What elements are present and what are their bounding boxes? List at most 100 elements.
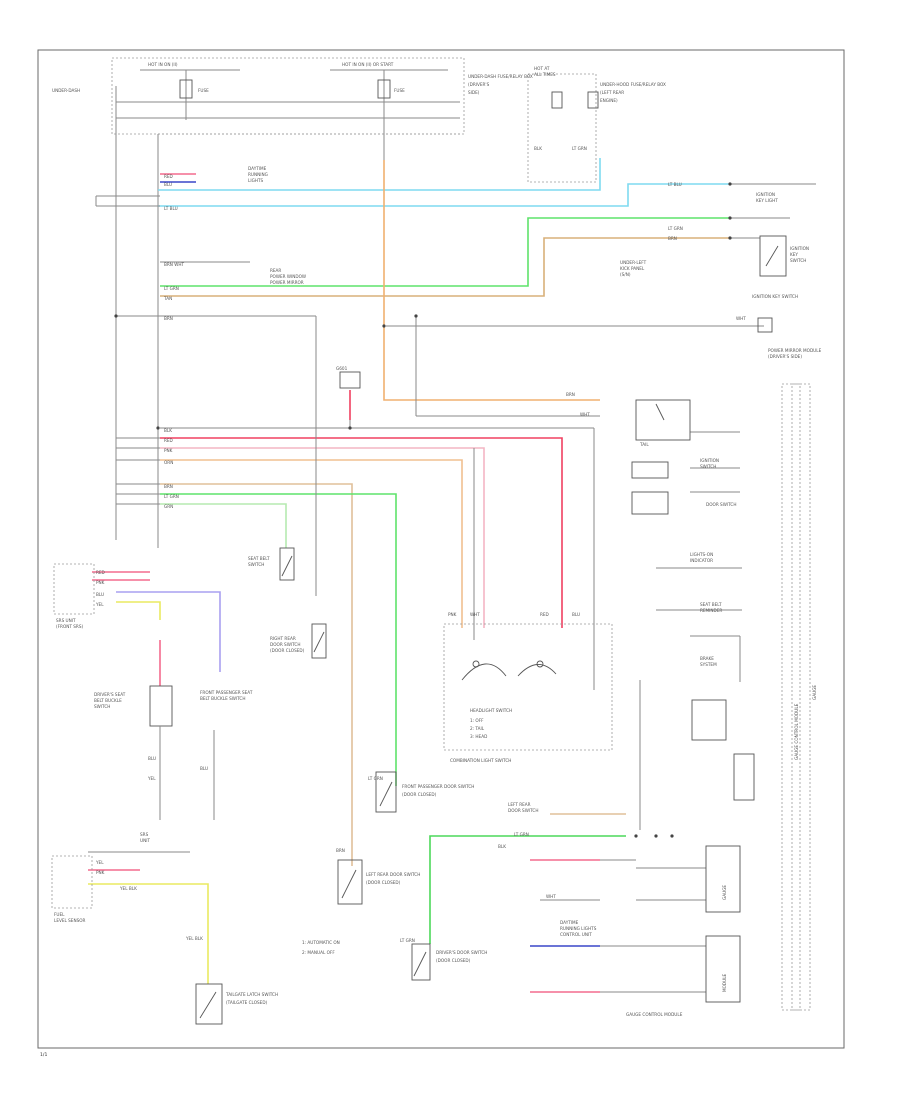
- legend-1: 1: AUTOMATIC ON: [302, 940, 340, 945]
- left-rear-door-label: LEFT REAR DOOR SWITCH: [366, 872, 420, 877]
- wire-light-green-ignition: [160, 217, 730, 287]
- svg-text:PNK: PNK: [96, 580, 105, 585]
- hot-start-label: HOT IN ON (II) OR START: [342, 62, 394, 67]
- svg-text:KEY: KEY: [790, 252, 798, 257]
- combination-light-switch-label: COMBINATION LIGHT SWITCH: [450, 758, 511, 763]
- svg-text:DOOR SWITCH: DOOR SWITCH: [508, 808, 538, 813]
- svg-text:TAN: TAN: [163, 296, 172, 301]
- svg-text:LT BLU: LT BLU: [164, 206, 178, 211]
- hot-in-on-label: HOT IN ON (II): [148, 62, 178, 67]
- svg-text:BLK: BLK: [534, 146, 542, 151]
- svg-text:KEY LIGHT: KEY LIGHT: [756, 198, 778, 203]
- svg-text:RUNNING LIGHTS: RUNNING LIGHTS: [560, 926, 597, 931]
- svg-text:POWER MIRROR: POWER MIRROR: [270, 280, 304, 285]
- wire-green-seat: [160, 503, 287, 548]
- ground-g601-label: G601: [336, 366, 348, 371]
- switches-left: SEAT BELT SWITCH RIGHT REAR DOOR SWITCH …: [195, 547, 487, 1025]
- wire-light-blue-long: [158, 183, 730, 207]
- svg-text:KICK PANEL: KICK PANEL: [620, 266, 645, 271]
- svg-text:(FRONT SRS): (FRONT SRS): [56, 624, 83, 629]
- svg-text:MODULE: MODULE: [722, 973, 727, 992]
- svg-text:(DRIVER'S: (DRIVER'S: [468, 82, 490, 87]
- svg-text:WHT: WHT: [546, 894, 556, 899]
- svg-text:LIGHTS: LIGHTS: [248, 178, 264, 183]
- svg-text:DOOR SWITCH: DOOR SWITCH: [270, 642, 300, 647]
- driver-door-label: DRIVER'S DOOR SWITCH: [436, 950, 487, 955]
- svg-text:WHT: WHT: [470, 612, 480, 617]
- svg-text:LT BLU: LT BLU: [668, 182, 682, 187]
- svg-text:BELT BUCKLE SWITCH: BELT BUCKLE SWITCH: [200, 696, 246, 701]
- svg-text:WHT: WHT: [580, 412, 590, 417]
- svg-text:BLK: BLK: [498, 844, 506, 849]
- svg-text:ORN: ORN: [164, 460, 173, 465]
- bottom-left-unit: FUEL LEVEL SENSOR SRS UNIT: [51, 832, 190, 923]
- svg-text:PNK: PNK: [448, 612, 457, 617]
- svg-text:BRN: BRN: [164, 484, 173, 489]
- svg-text:(DOOR CLOSED): (DOOR CLOSED): [402, 792, 437, 797]
- svg-text:WHT: WHT: [736, 316, 746, 321]
- svg-text:BELT BUCKLE: BELT BUCKLE: [94, 698, 122, 703]
- svg-text:(S/N): (S/N): [620, 272, 631, 277]
- svg-text:RED: RED: [164, 438, 173, 443]
- colored-wires: [88, 158, 730, 993]
- svg-text:UNDER-LEFT: UNDER-LEFT: [620, 260, 647, 265]
- svg-text:HEADLIGHT SWITCH: HEADLIGHT SWITCH: [470, 708, 512, 713]
- svg-text:BRN: BRN: [566, 392, 575, 397]
- svg-text:FRONT PASSENGER SEAT: FRONT PASSENGER SEAT: [200, 690, 253, 695]
- svg-text:RED: RED: [96, 570, 105, 575]
- svg-text:BRAKE: BRAKE: [700, 656, 714, 661]
- svg-text:DAYTIME: DAYTIME: [560, 920, 579, 925]
- svg-text:RED: RED: [164, 174, 173, 179]
- fuse-box-label: UNDER-DASH FUSE/RELAY BOX: [468, 74, 533, 79]
- svg-text:FUSE: FUSE: [394, 88, 405, 93]
- svg-text:SIDE): SIDE): [468, 90, 480, 95]
- ignition-key-switch-label: IGNITION KEY SWITCH: [752, 294, 798, 299]
- svg-text:UNIT: UNIT: [140, 838, 150, 843]
- fuse-box-outline: [111, 57, 465, 135]
- wire-green-driver-door: [429, 835, 626, 944]
- svg-text:GAUGE CONTROL MODULE: GAUGE CONTROL MODULE: [794, 703, 799, 760]
- svg-text:IGNITION: IGNITION: [700, 458, 719, 463]
- svg-text:BLU: BLU: [164, 182, 172, 187]
- svg-text:(LEFT REAR: (LEFT REAR: [600, 90, 624, 95]
- svg-text:IGNITION: IGNITION: [756, 192, 775, 197]
- svg-text:GAUGE: GAUGE: [812, 685, 817, 700]
- door-switch-label: DOOR SWITCH: [706, 502, 736, 507]
- svg-text:ALL TIMES: ALL TIMES: [534, 72, 556, 77]
- svg-text:LT GRN: LT GRN: [164, 286, 179, 291]
- wire-red-combination: [160, 437, 563, 628]
- wire-yellow-srs: [116, 601, 161, 620]
- svg-text:YEL: YEL: [95, 602, 104, 607]
- legend-2: 2: MANUAL OFF: [302, 950, 335, 955]
- svg-text:LT GRN: LT GRN: [668, 226, 683, 231]
- svg-text:(TAILGATE CLOSED): (TAILGATE CLOSED): [226, 1000, 268, 1005]
- wire-color-labels: BRN WHT BRN BLK RED PNK ORN BRN LT GRN G…: [95, 166, 746, 943]
- svg-text:RUNNING: RUNNING: [248, 172, 268, 177]
- svg-text:HOT AT: HOT AT: [534, 66, 550, 71]
- svg-text:(DOOR CLOSED): (DOOR CLOSED): [270, 648, 305, 653]
- svg-text:DRIVER'S SEAT: DRIVER'S SEAT: [94, 692, 126, 697]
- svg-text:LEFT REAR: LEFT REAR: [508, 802, 531, 807]
- svg-text:SWITCH: SWITCH: [94, 704, 110, 709]
- svg-text:PNK: PNK: [164, 448, 173, 453]
- svg-text:BLK: BLK: [164, 428, 172, 433]
- svg-text:BLU: BLU: [96, 592, 104, 597]
- power-mirror-area: POWER MIRROR MODULE (DRIVER'S SIDE): [757, 317, 822, 359]
- svg-text:LT GRN: LT GRN: [400, 938, 415, 943]
- svg-text:PNK: PNK: [96, 870, 105, 875]
- svg-text:FUEL: FUEL: [54, 912, 65, 917]
- ignition-key-switch: IGNITION KEY LIGHT IGNITION KEY SWITCH I…: [620, 182, 816, 299]
- top-fuse-area: HOT IN ON (II) HOT IN ON (II) OR START U…: [52, 57, 666, 183]
- svg-text:YEL BLK: YEL BLK: [185, 936, 203, 941]
- svg-text:ENGINE): ENGINE): [600, 98, 618, 103]
- svg-text:BLU: BLU: [200, 766, 208, 771]
- front-passenger-door-label: FRONT PASSENGER DOOR SWITCH: [402, 784, 474, 789]
- wire-tan-ignition: [160, 237, 730, 297]
- svg-text:BLU: BLU: [572, 612, 580, 617]
- svg-text:SEAT BELT: SEAT BELT: [700, 602, 722, 607]
- svg-text:DAYTIME: DAYTIME: [248, 166, 267, 171]
- svg-text:(DRIVER'S SIDE): (DRIVER'S SIDE): [768, 354, 802, 359]
- svg-text:SYSTEM: SYSTEM: [700, 662, 717, 667]
- svg-text:FUSE: FUSE: [198, 88, 209, 93]
